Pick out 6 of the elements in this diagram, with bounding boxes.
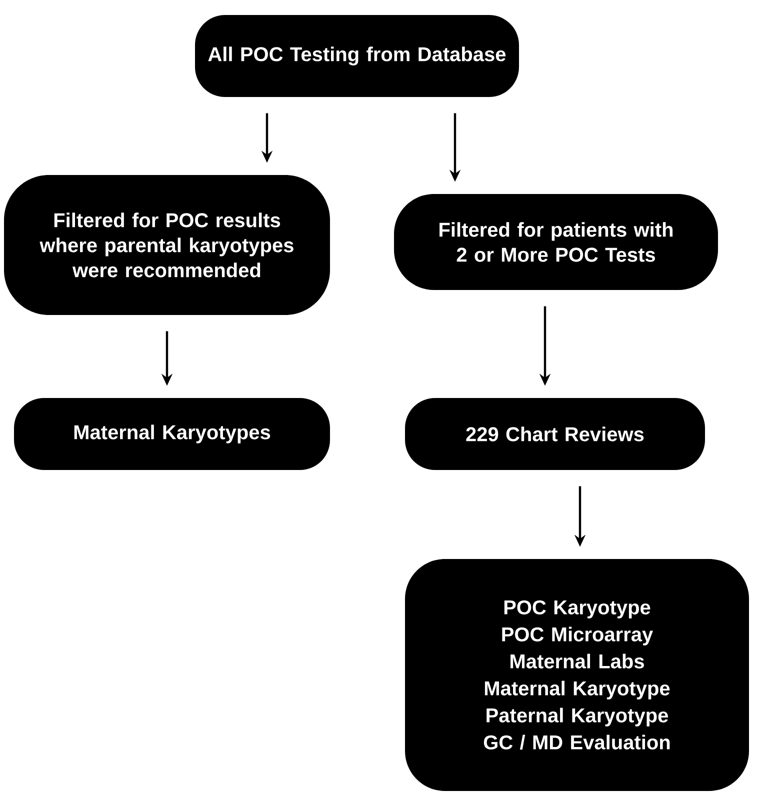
- process-box: POC Karyotype POC Microarray Maternal Labs Maternal Karyotype Paternal Karyotype GC / MD Evaluation: [405, 559, 749, 791]
- process-box: Maternal Karyotypes: [14, 398, 330, 470]
- process-box: 229 Chart Reviews: [405, 398, 705, 470]
- process-box: Filtered for POC results where parental karyotypes were recommended: [4, 175, 330, 315]
- process-box: All POC Testing from Database: [195, 15, 519, 97]
- process-box: Filtered for patients with 2 or More POC Tests: [394, 194, 718, 290]
